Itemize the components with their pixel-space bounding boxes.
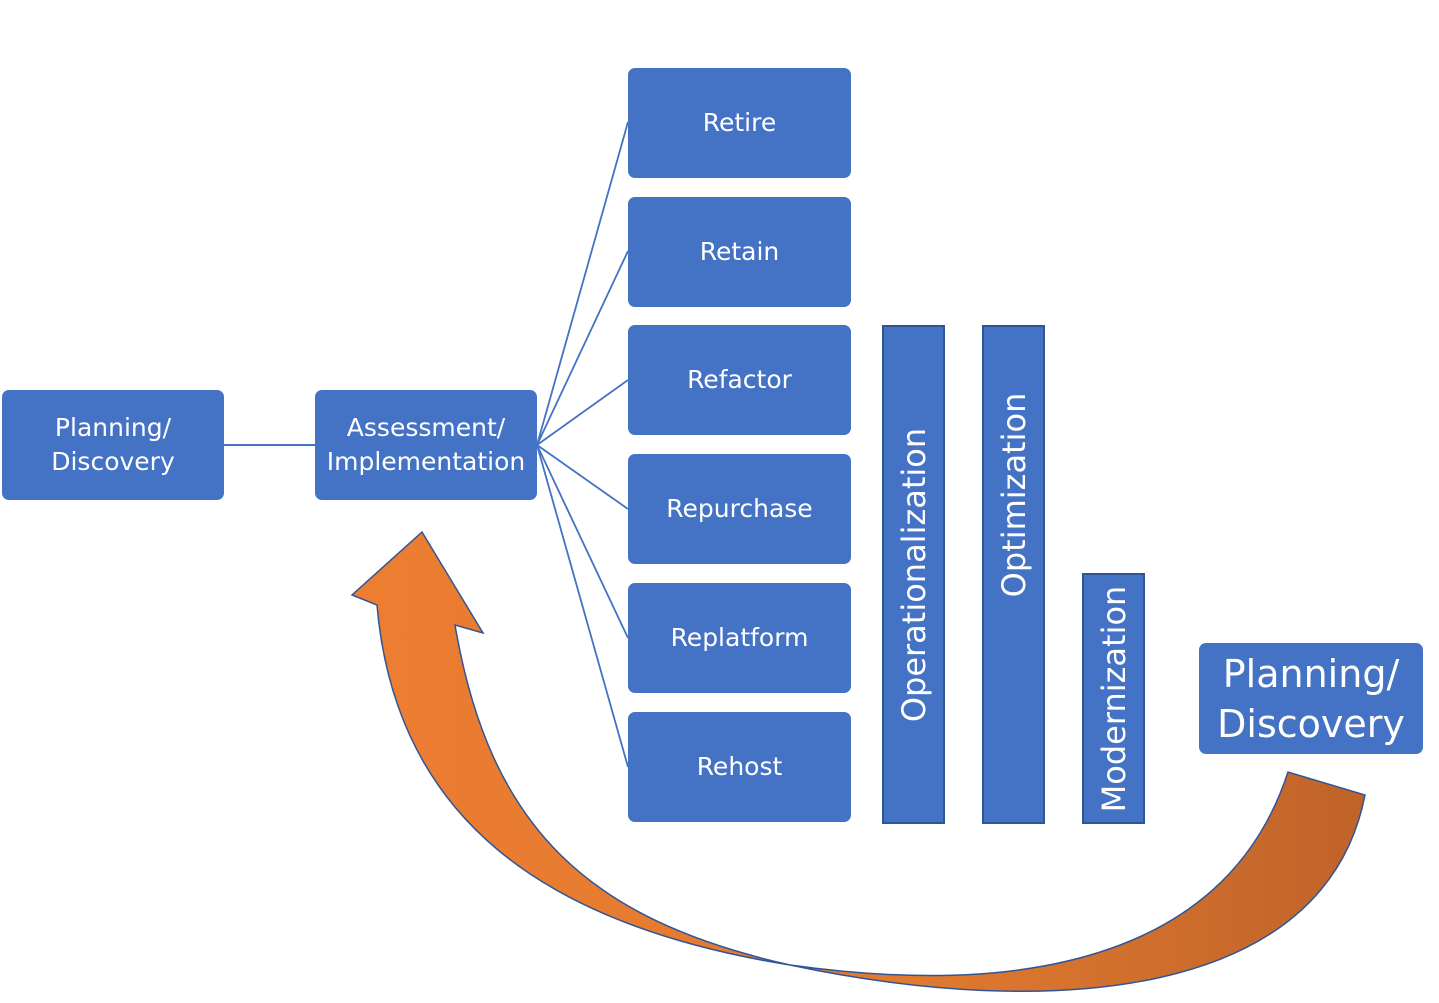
return-arrow-icon bbox=[350, 530, 1366, 992]
phase-label-modernization: Modernization bbox=[1094, 585, 1133, 812]
strategy-connectors bbox=[536, 121, 629, 768]
strategy-box-rehost: Rehost bbox=[628, 712, 851, 822]
strategy-label-replatform: Replatform bbox=[670, 623, 809, 652]
planning-discovery-end-box: Planning/ Discovery bbox=[1199, 643, 1423, 754]
phase-label-operationalization: Operationalization bbox=[894, 427, 933, 722]
planning-discovery-box: Planning/ Discovery bbox=[2, 390, 224, 500]
strategy-label-rehost: Rehost bbox=[696, 752, 783, 781]
strategy-label-refactor: Refactor bbox=[687, 365, 792, 394]
assessment-line1: Assessment/ bbox=[346, 413, 506, 442]
connector-rehost bbox=[536, 444, 629, 768]
planning-discovery-line1: Planning/ bbox=[54, 413, 172, 442]
connector-retire bbox=[536, 121, 629, 446]
strategy-box-replatform: Replatform bbox=[628, 583, 851, 693]
planning-discovery-end-line2: Discovery bbox=[1217, 701, 1405, 746]
phase-bar-modernization: Modernization bbox=[1082, 573, 1145, 824]
assessment-implementation-box: Assessment/ Implementation bbox=[315, 390, 537, 500]
assessment-line2: Implementation bbox=[326, 447, 526, 476]
connector-repurchase bbox=[536, 444, 629, 510]
strategy-label-retire: Retire bbox=[702, 108, 777, 137]
strategy-box-retain: Retain bbox=[628, 197, 851, 307]
connector-replatform bbox=[536, 444, 629, 639]
planning-discovery-line2: Discovery bbox=[51, 447, 175, 476]
strategy-label-retain: Retain bbox=[699, 237, 780, 266]
connector-refactor bbox=[536, 379, 629, 446]
strategy-box-refactor: Refactor bbox=[628, 325, 851, 435]
phase-label-optimization: Optimization bbox=[994, 392, 1033, 598]
connector-retain bbox=[536, 250, 629, 446]
strategy-label-repurchase: Repurchase bbox=[666, 494, 813, 523]
phase-bar-operationalization: Operationalization bbox=[882, 325, 945, 824]
strategy-box-retire: Retire bbox=[628, 68, 851, 178]
phase-bar-optimization: Optimization bbox=[982, 325, 1045, 824]
strategy-box-repurchase: Repurchase bbox=[628, 454, 851, 564]
planning-discovery-end-line1: Planning/ bbox=[1222, 651, 1400, 696]
